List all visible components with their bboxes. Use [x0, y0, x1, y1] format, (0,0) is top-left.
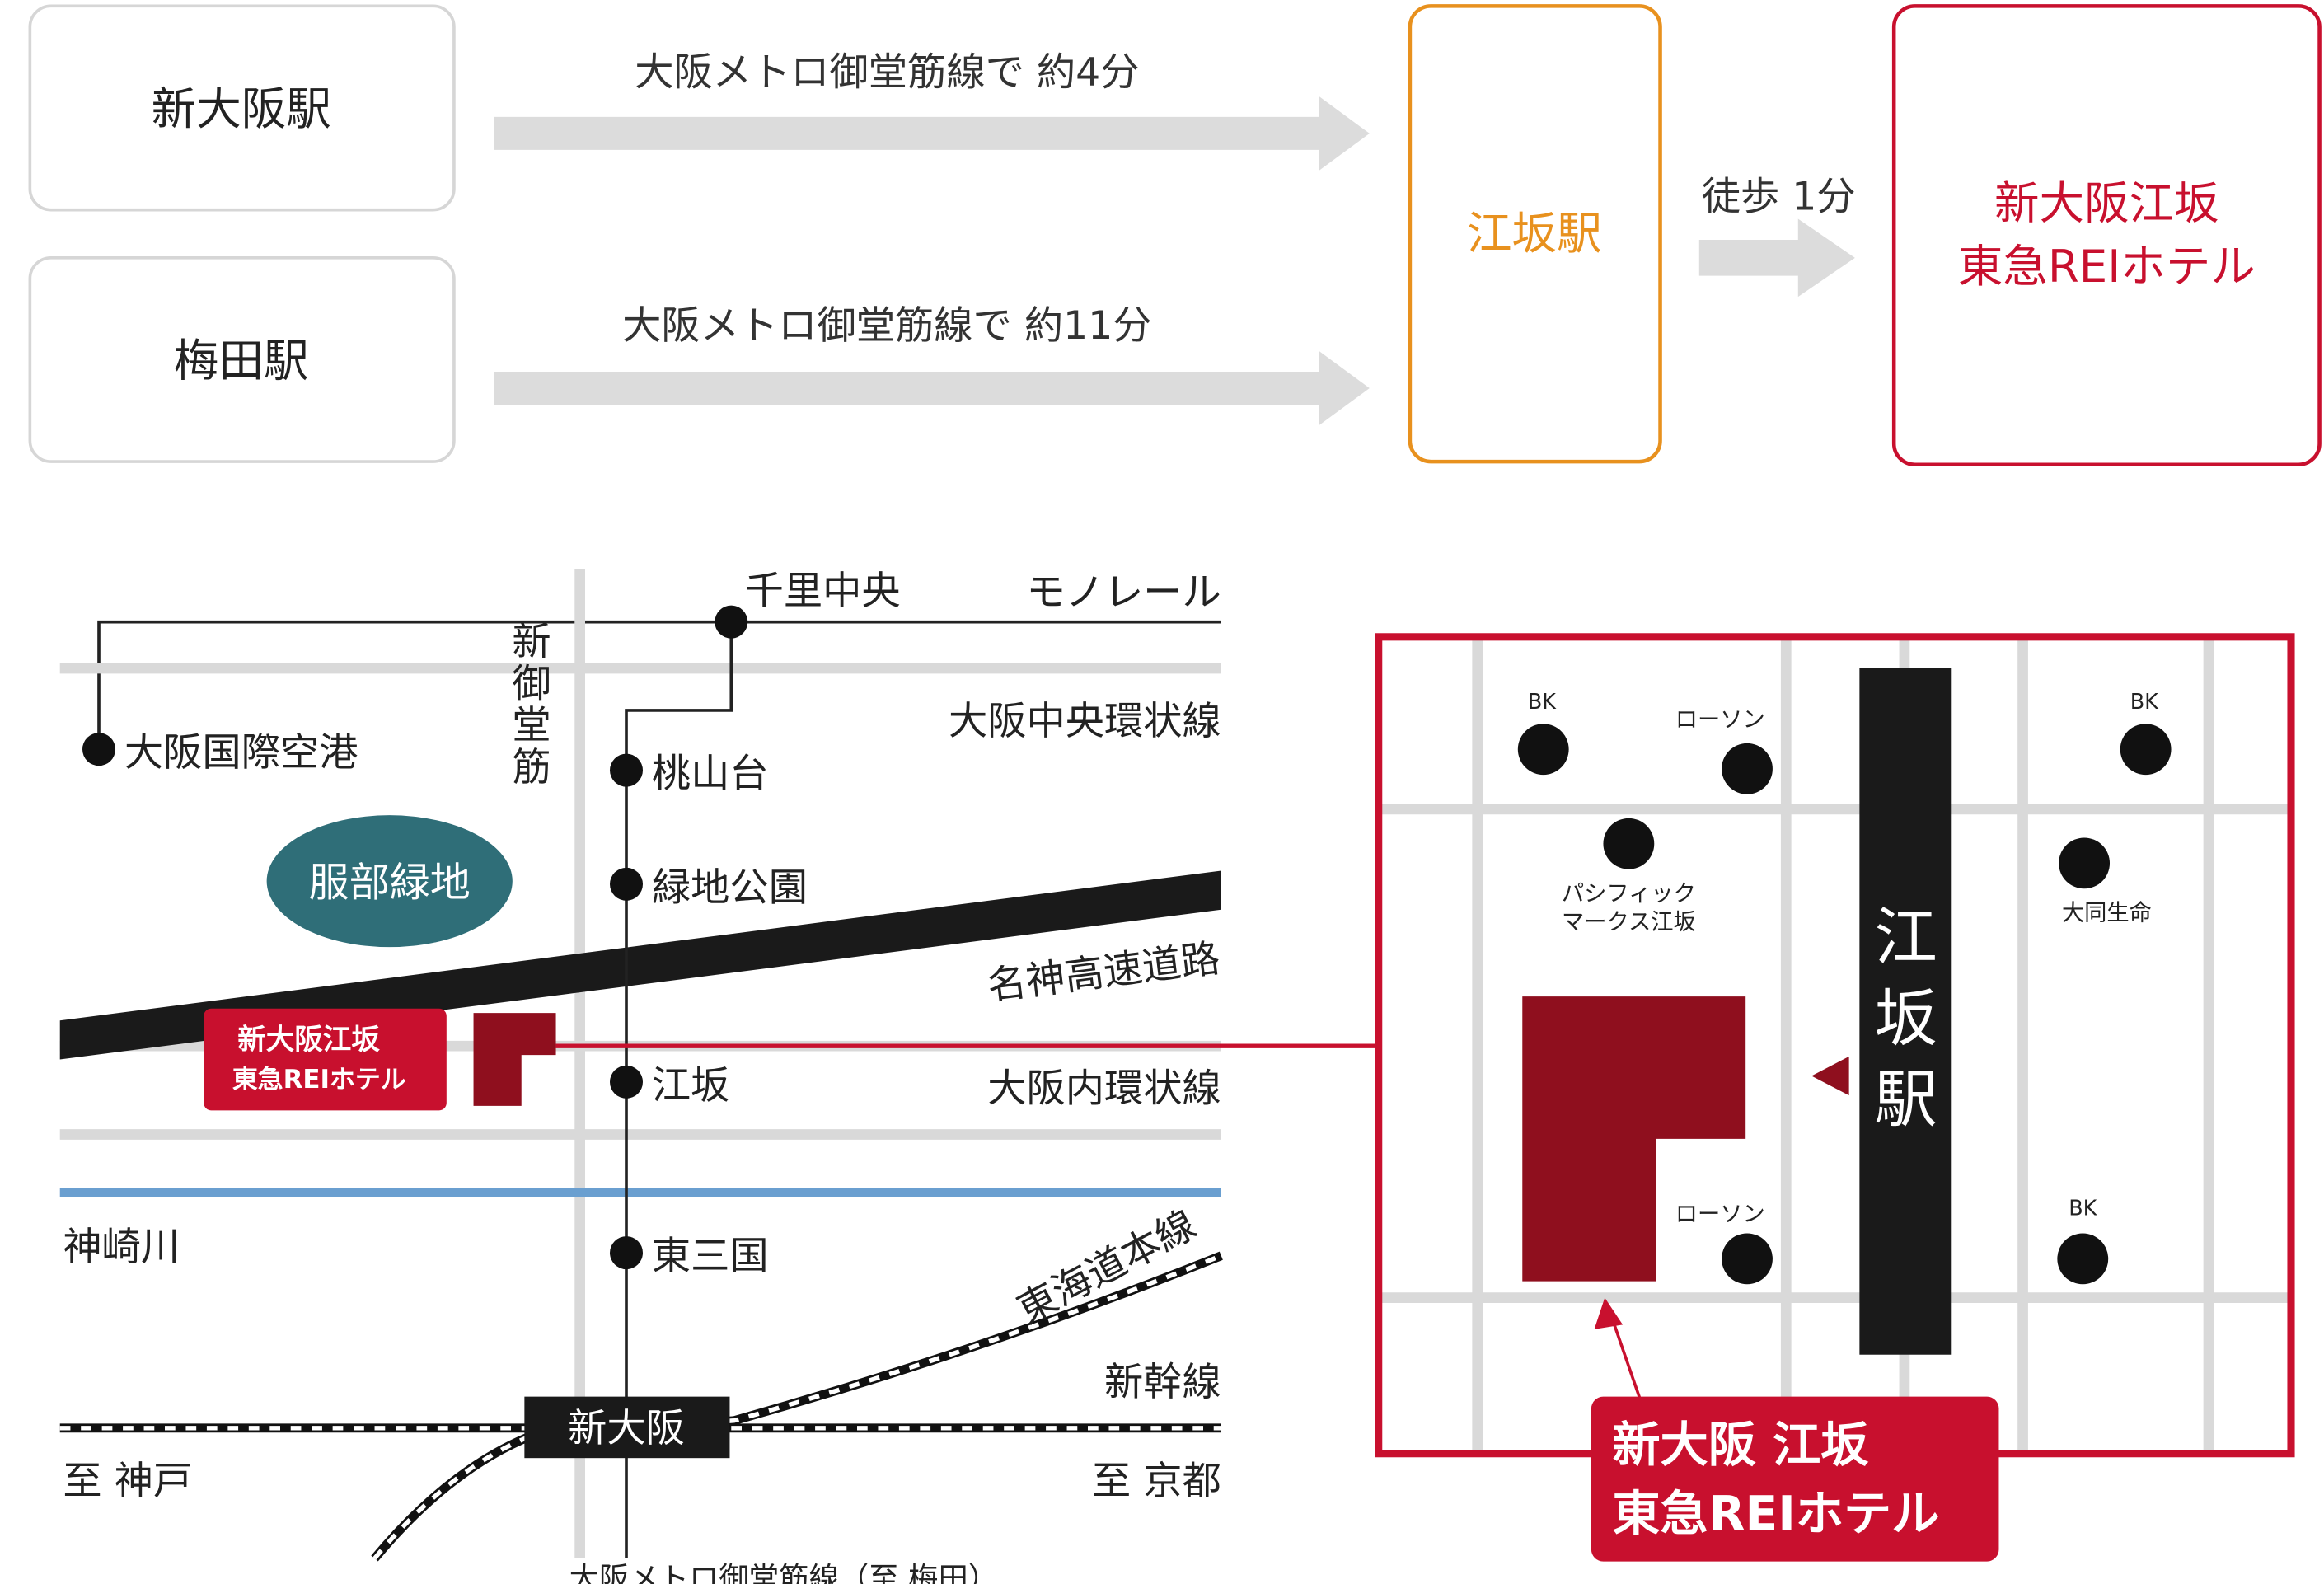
monorail-line	[97, 620, 1221, 750]
higashi-mikuni-label: 東三国	[652, 1234, 769, 1279]
direction-kobe: 至 神戸	[63, 1459, 192, 1504]
daido-life-dot	[2059, 837, 2110, 889]
lawson-bottom-dot	[1722, 1233, 1773, 1285]
senri-chuo-label: 千里中央	[745, 569, 901, 614]
walk-arrow	[1698, 218, 1855, 298]
tokaido-label: 東海道本線	[1010, 1202, 1203, 1333]
shin-osaka-station-box	[28, 4, 456, 212]
hotel-pointer-line	[1610, 1318, 1642, 1402]
hotel-building	[1522, 996, 1746, 1282]
esaka-station-char-3: 駅	[1875, 1063, 1937, 1136]
shin-osaka-map-box	[524, 1396, 730, 1459]
hattori-park	[266, 815, 513, 948]
chuo-kanjo-label: 大阪中央環状線	[949, 699, 1221, 744]
lawson-bottom-label: ローソン	[1675, 1202, 1765, 1227]
shinkansen-label: 新幹線	[1104, 1360, 1221, 1405]
hotel-pointer-head	[1594, 1297, 1624, 1329]
esaka-station-box	[1408, 4, 1662, 464]
station-entrance-arrow	[1811, 1056, 1849, 1096]
detail-map: 江 坂 駅 BK ローソン BK パシフィック マークス江坂 大同生命 ローソン…	[1375, 633, 2295, 1562]
higashi-mikuni-dot	[610, 1236, 643, 1270]
meishin-label: 名神高速道路	[985, 936, 1222, 1010]
pacific-marks-dot	[1603, 818, 1655, 869]
airport-dot	[82, 733, 115, 766]
bk-top-left-dot	[1517, 724, 1569, 776]
walk-text: 徒歩 1分	[1702, 175, 1856, 220]
shin-osaka-station-label: 新大阪駅	[152, 82, 331, 135]
esaka-station-char-2: 坂	[1875, 982, 1937, 1056]
esaka-dot	[610, 1065, 643, 1099]
midosuji-subway-line	[625, 621, 733, 1558]
daido-life-label: 大同生命	[2062, 900, 2152, 926]
bk-top-left-label: BK	[1528, 690, 1557, 715]
bk-top-right-label: BK	[2130, 690, 2159, 715]
lawson-top-dot	[1722, 743, 1773, 794]
lawson-top-label: ローソン	[1675, 707, 1765, 733]
umeda-station-box	[28, 255, 456, 463]
pacific-marks-label-2: マークス江坂	[1562, 909, 1696, 935]
hotel-destination-line2: 東急REIホテル	[1958, 240, 2256, 293]
ryokuchi-koen-label: 緑地公園	[652, 865, 808, 911]
hotel-destination-line1: 新大阪江坂	[1994, 177, 2219, 230]
senri-chuo-dot	[715, 605, 748, 639]
route-arrow-shin-osaka	[494, 96, 1370, 171]
esaka-station-label: 江坂駅	[1467, 207, 1602, 260]
hotel-callout-box	[1591, 1396, 1999, 1562]
kanzaki-river-label: 神崎川	[63, 1225, 180, 1270]
tokaido-line-dash	[372, 1254, 1222, 1560]
pacific-marks-label-1: パシフィック	[1562, 881, 1696, 907]
esaka-station-char-1: 江	[1875, 902, 1937, 975]
direction-kyoto: 至 京都	[1092, 1459, 1221, 1504]
shin-osaka-map-label: 新大阪	[568, 1406, 685, 1451]
midosuji-subway-bottom-label: 大阪メトロ御堂筋線（至 梅田）	[569, 1560, 999, 1584]
route-text-shin-osaka: 大阪メトロ御堂筋線で 約4分	[635, 50, 1139, 96]
esaka-station-bar	[1859, 668, 1952, 1355]
bk-bottom-right-label: BK	[2069, 1197, 2097, 1221]
bk-top-right-dot	[2120, 724, 2172, 776]
shin-midosuji-label: 新御堂筋	[505, 621, 551, 789]
hotel-destination-box	[1891, 4, 2322, 466]
momoyamadai-dot	[610, 753, 643, 787]
nai-kanjo-label: 大阪内環状線	[987, 1066, 1221, 1111]
airport-label: 大阪国際空港	[124, 730, 358, 776]
hotel-callout-line2: 東急REIホテル	[1612, 1485, 1939, 1541]
hotel-label-line2: 東急REIホテル	[232, 1065, 406, 1094]
momoyamadai-label: 桃山台	[652, 752, 769, 797]
hotel-label-line1: 新大阪江坂	[237, 1024, 380, 1057]
hotel-callout-line1: 新大阪 江坂	[1612, 1417, 1869, 1473]
bk-bottom-right-dot	[2057, 1233, 2109, 1285]
area-map: 服部緑地 千里中央 大阪国際空港 桃山台 緑地公園 江坂 東三国 モノレール 大…	[59, 569, 1379, 1584]
hotel-building-marker	[473, 1013, 556, 1106]
route-text-umeda: 大阪メトロ御堂筋線で 約11分	[622, 303, 1151, 349]
tokaido-line-base	[371, 1251, 1223, 1562]
route-diagram: 新大阪駅 梅田駅 大阪メトロ御堂筋線で 約4分 大阪メトロ御堂筋線で 約11分 …	[28, 4, 2322, 466]
monorail-label: モノレール	[1026, 570, 1221, 616]
umeda-station-label: 梅田駅	[174, 334, 309, 387]
hattori-park-label: 服部緑地	[309, 858, 471, 906]
esaka-label: 江坂	[652, 1063, 730, 1108]
route-arrow-umeda	[494, 350, 1370, 426]
hotel-label-box	[204, 1008, 447, 1111]
ryokuchi-koen-dot	[610, 867, 643, 901]
